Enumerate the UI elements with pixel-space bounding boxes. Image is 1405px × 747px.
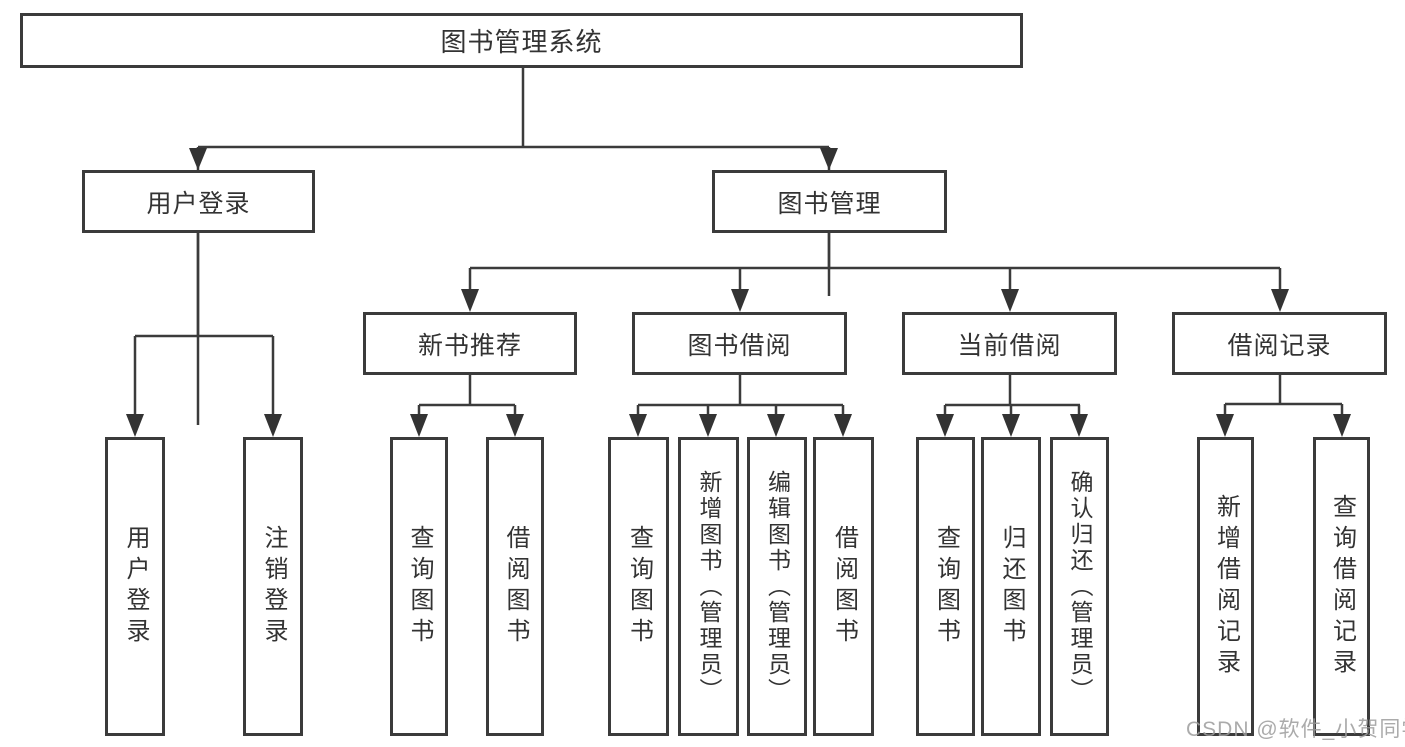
arrow-leaf: [767, 414, 785, 437]
arrow-borrow-records: [1271, 289, 1289, 312]
node-book-borrow: 图书借阅: [632, 312, 847, 375]
leaf-label: 查询借阅记录: [1328, 493, 1356, 680]
leaf-label: 归还图书: [998, 524, 1025, 649]
node-borrow-records: 借阅记录: [1172, 312, 1387, 375]
connector-mgmt-branch: [468, 233, 1282, 300]
arrow-leaf: [1002, 414, 1020, 437]
arrow-leaf: [264, 414, 282, 437]
leaf-br-query-record: 查询借阅记录: [1313, 437, 1370, 736]
leaf-label: 注销登录: [260, 524, 287, 649]
arrow-leaf: [1333, 414, 1351, 437]
leaf-label: 新增图书（管理员）: [696, 469, 722, 704]
node-user-login: 用户登录: [82, 170, 315, 233]
leaf-label: 新增借阅记录: [1212, 493, 1240, 680]
connector-borrow-branch: [636, 375, 845, 425]
arrow-leaf: [1070, 414, 1088, 437]
leaf-bb-edit-book: 编辑图书（管理员）: [747, 437, 807, 736]
arrow-leaf: [834, 414, 852, 437]
leaf-label: 查询图书: [406, 524, 433, 649]
leaf-label: 编辑图书（管理员）: [764, 469, 791, 704]
arrow-leaf: [699, 414, 717, 437]
node-book-mgmt: 图书管理: [712, 170, 947, 233]
leaf-label: 查询图书: [932, 524, 960, 649]
leaf-label: 查询图书: [625, 524, 653, 649]
arrow-current-borrow: [1001, 289, 1019, 312]
node-current-borrow: 当前借阅: [902, 312, 1117, 375]
connector-records-branch: [1223, 375, 1344, 425]
leaf-cb-return-book: 归还图书: [981, 437, 1041, 736]
leaf-label: 用户登录: [122, 524, 149, 649]
arrow-book-mgmt: [820, 148, 838, 170]
leaf-bb-query-book: 查询图书: [608, 437, 669, 736]
arrow-leaf: [506, 414, 524, 437]
leaf-label: 借阅图书: [830, 524, 858, 649]
connector-rec-branch: [417, 375, 517, 425]
arrow-new-book-rec: [461, 289, 479, 312]
connector-login-branch: [133, 233, 275, 425]
leaf-logout: 注销登录: [243, 437, 303, 736]
arrow-leaf: [629, 414, 647, 437]
leaf-bb-borrow-book: 借阅图书: [813, 437, 874, 736]
leaf-user-login: 用户登录: [105, 437, 165, 736]
arrow-user-login: [189, 148, 207, 170]
leaf-label: 确认归还（管理员）: [1067, 469, 1093, 704]
csdn-watermark: CSDN @软件_小贺同学: [1186, 718, 1405, 741]
arrow-leaf: [126, 414, 144, 437]
arrow-leaf: [410, 414, 428, 437]
leaf-cb-query-book: 查询图书: [916, 437, 975, 736]
arrow-leaf: [936, 414, 954, 437]
connector-current-branch: [943, 375, 1081, 425]
leaf-label: 借阅图书: [502, 524, 529, 649]
leaf-rec-borrow-book: 借阅图书: [486, 437, 544, 736]
leaf-rec-query-book: 查询图书: [390, 437, 448, 736]
arrow-leaf: [1216, 414, 1234, 437]
leaf-br-add-record: 新增借阅记录: [1197, 437, 1254, 736]
leaf-bb-add-book: 新增图书（管理员）: [678, 437, 739, 736]
leaf-cb-confirm-return: 确认归还（管理员）: [1050, 437, 1109, 736]
node-root: 图书管理系统: [20, 13, 1023, 68]
arrow-book-borrow: [731, 289, 749, 312]
node-new-book-rec: 新书推荐: [363, 312, 577, 375]
